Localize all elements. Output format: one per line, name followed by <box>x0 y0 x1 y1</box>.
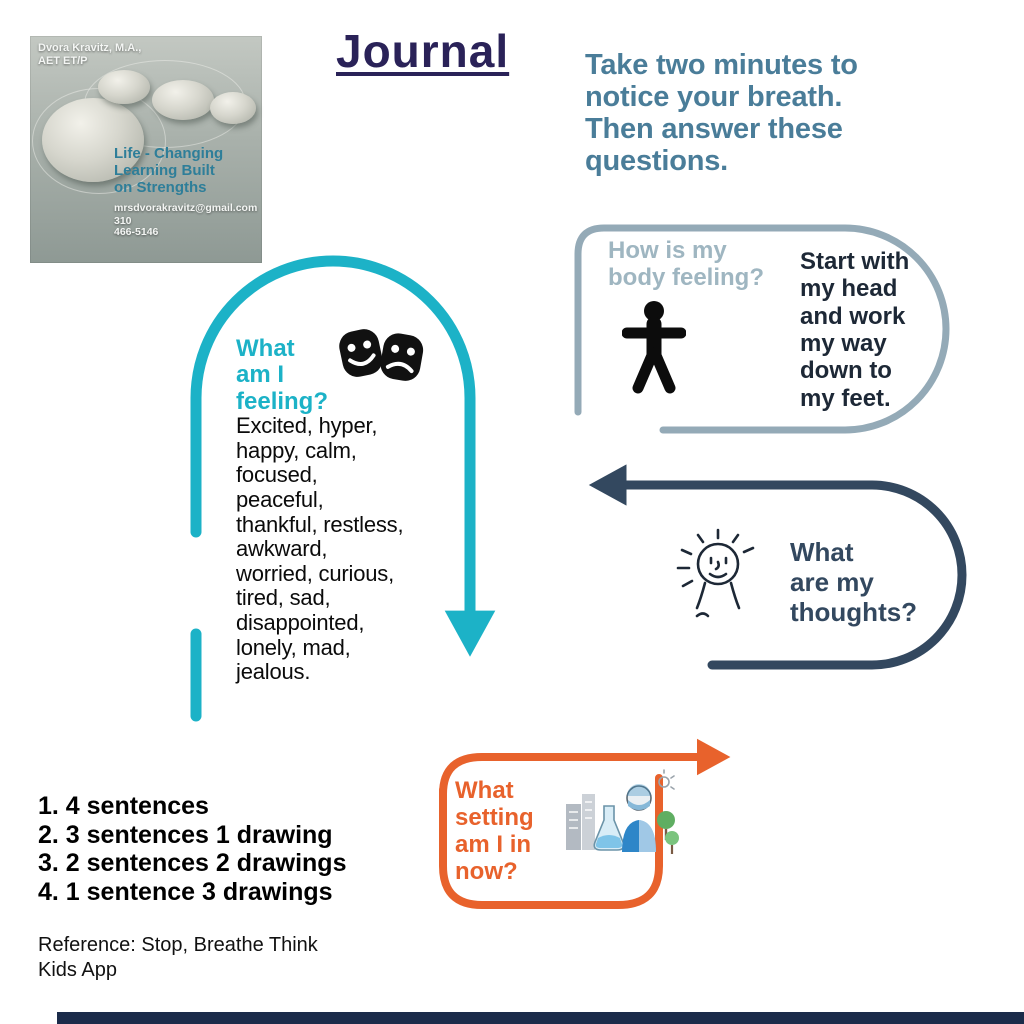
card-tagline: Life - Changing Learning Built on Streng… <box>114 145 224 196</box>
stone-image <box>98 70 150 104</box>
intro-text: Take two minutes to notice your breath. … <box>585 49 858 177</box>
thinking-face-icon <box>672 528 756 631</box>
card-author-name: Dvora Kravitz, M.A., AET ET/P <box>38 42 142 68</box>
stone-image <box>42 98 144 182</box>
page-title: Journal <box>336 25 510 77</box>
list-item: 4. 1 sentence 3 drawings <box>38 877 333 906</box>
journal-options-list: 1. 4 sentences 2. 3 sentences 1 drawing … <box>38 792 346 906</box>
reference-text: Reference: Stop, Breathe Think Kids App <box>38 934 318 981</box>
feelings-arch-outline <box>190 255 496 657</box>
thoughts-question: What are my thoughts? <box>790 537 918 627</box>
setting-box-outline <box>439 774 663 909</box>
feelings-question: What am I feeling? <box>236 335 329 415</box>
card-email: mrsdvorakravitz@gmail.com <box>114 202 258 214</box>
list-item: 1. 4 sentences <box>38 792 209 820</box>
list-item: 3. 2 sentences 2 drawings <box>38 849 347 877</box>
list-item: 2. 3 sentences 1 drawing <box>38 820 333 849</box>
person-icon <box>621 300 687 400</box>
environment-illustration <box>558 768 680 881</box>
feelings-list: Excited, hyper, happy, calm, focused, pe… <box>236 413 404 685</box>
thoughts-arch-outline <box>588 464 967 670</box>
body-feeling-hint: Start with my head and work my way down … <box>800 248 910 412</box>
card-phone-number: 466-5146 <box>114 226 159 238</box>
setting-question: What setting am I in now? <box>455 777 534 885</box>
body-feeling-question: How is my body feeling? <box>608 237 764 291</box>
stone-image <box>210 92 256 124</box>
card-phone-area: 310 <box>114 215 132 227</box>
bottom-accent-bar <box>57 1012 1024 1024</box>
stone-image <box>152 80 214 120</box>
body-feeling-arch-outline <box>574 224 950 434</box>
theater-masks-icon <box>336 324 428 391</box>
business-card: Dvora Kravitz, M.A., AET ET/P Life - Cha… <box>30 36 262 263</box>
